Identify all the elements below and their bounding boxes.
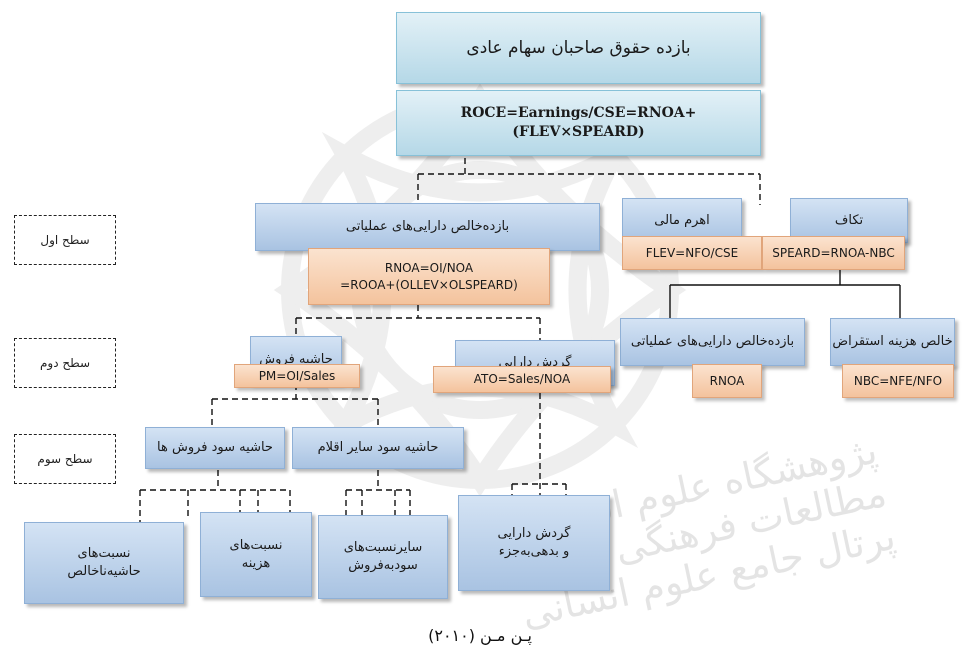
level-2-label: سطح دوم	[14, 338, 116, 388]
leaf-cost-box: نسبت‌های هزینه	[200, 512, 312, 597]
level-3-label: سطح سوم	[14, 434, 116, 484]
rnoa2-box: بازده‌خالص دارایی‌های عملیاتی	[620, 318, 805, 366]
level-1-label: سطح اول	[14, 215, 116, 265]
pm-formula-box: PM=OI/Sales	[234, 364, 360, 388]
spread-box: تکاف	[790, 198, 908, 243]
sales-margin-box: حاشیه سود فروش ها	[145, 427, 285, 469]
main-formula-box: ROCE=Earnings/CSE=RNOA+(FLEV×SPEARD)	[396, 90, 761, 156]
ato-formula-box: ATO=Sales/NOA	[433, 366, 611, 393]
title-box: بازده حقوق صاحبان سهام عادی	[396, 12, 761, 84]
nbc-formula-box: NBC=NFE/NFO	[842, 364, 954, 398]
leaf-turnover-box: گردش دارایی و بدهی‌به‌جزء	[458, 495, 610, 591]
leaf-gross-margin-box: نسبت‌های حاشیه‌ناخالص	[24, 522, 184, 604]
spread-formula-box: SPEARD=RNOA-NBC	[762, 236, 905, 270]
source-caption: پـن مـن (۲۰۱۰)	[428, 626, 532, 645]
other-margin-box: حاشیه سود سایر اقلام	[292, 427, 464, 469]
leaf-other-ratios-box: سایرنسبت‌های سود‌به‌فروش	[318, 515, 448, 599]
nbc-box: خالص هزینه استقراض	[830, 318, 955, 366]
rnoa2-formula-box: RNOA	[692, 364, 762, 398]
flev-formula-box: FLEV=NFO/CSE	[622, 236, 762, 270]
rnoa-box: بازده‌خالص دارایی‌های عملیاتی	[255, 203, 600, 251]
rnoa-formula-box: RNOA=OI/NOA =ROOA+(OLLEV×OLSPEARD)	[308, 248, 550, 305]
